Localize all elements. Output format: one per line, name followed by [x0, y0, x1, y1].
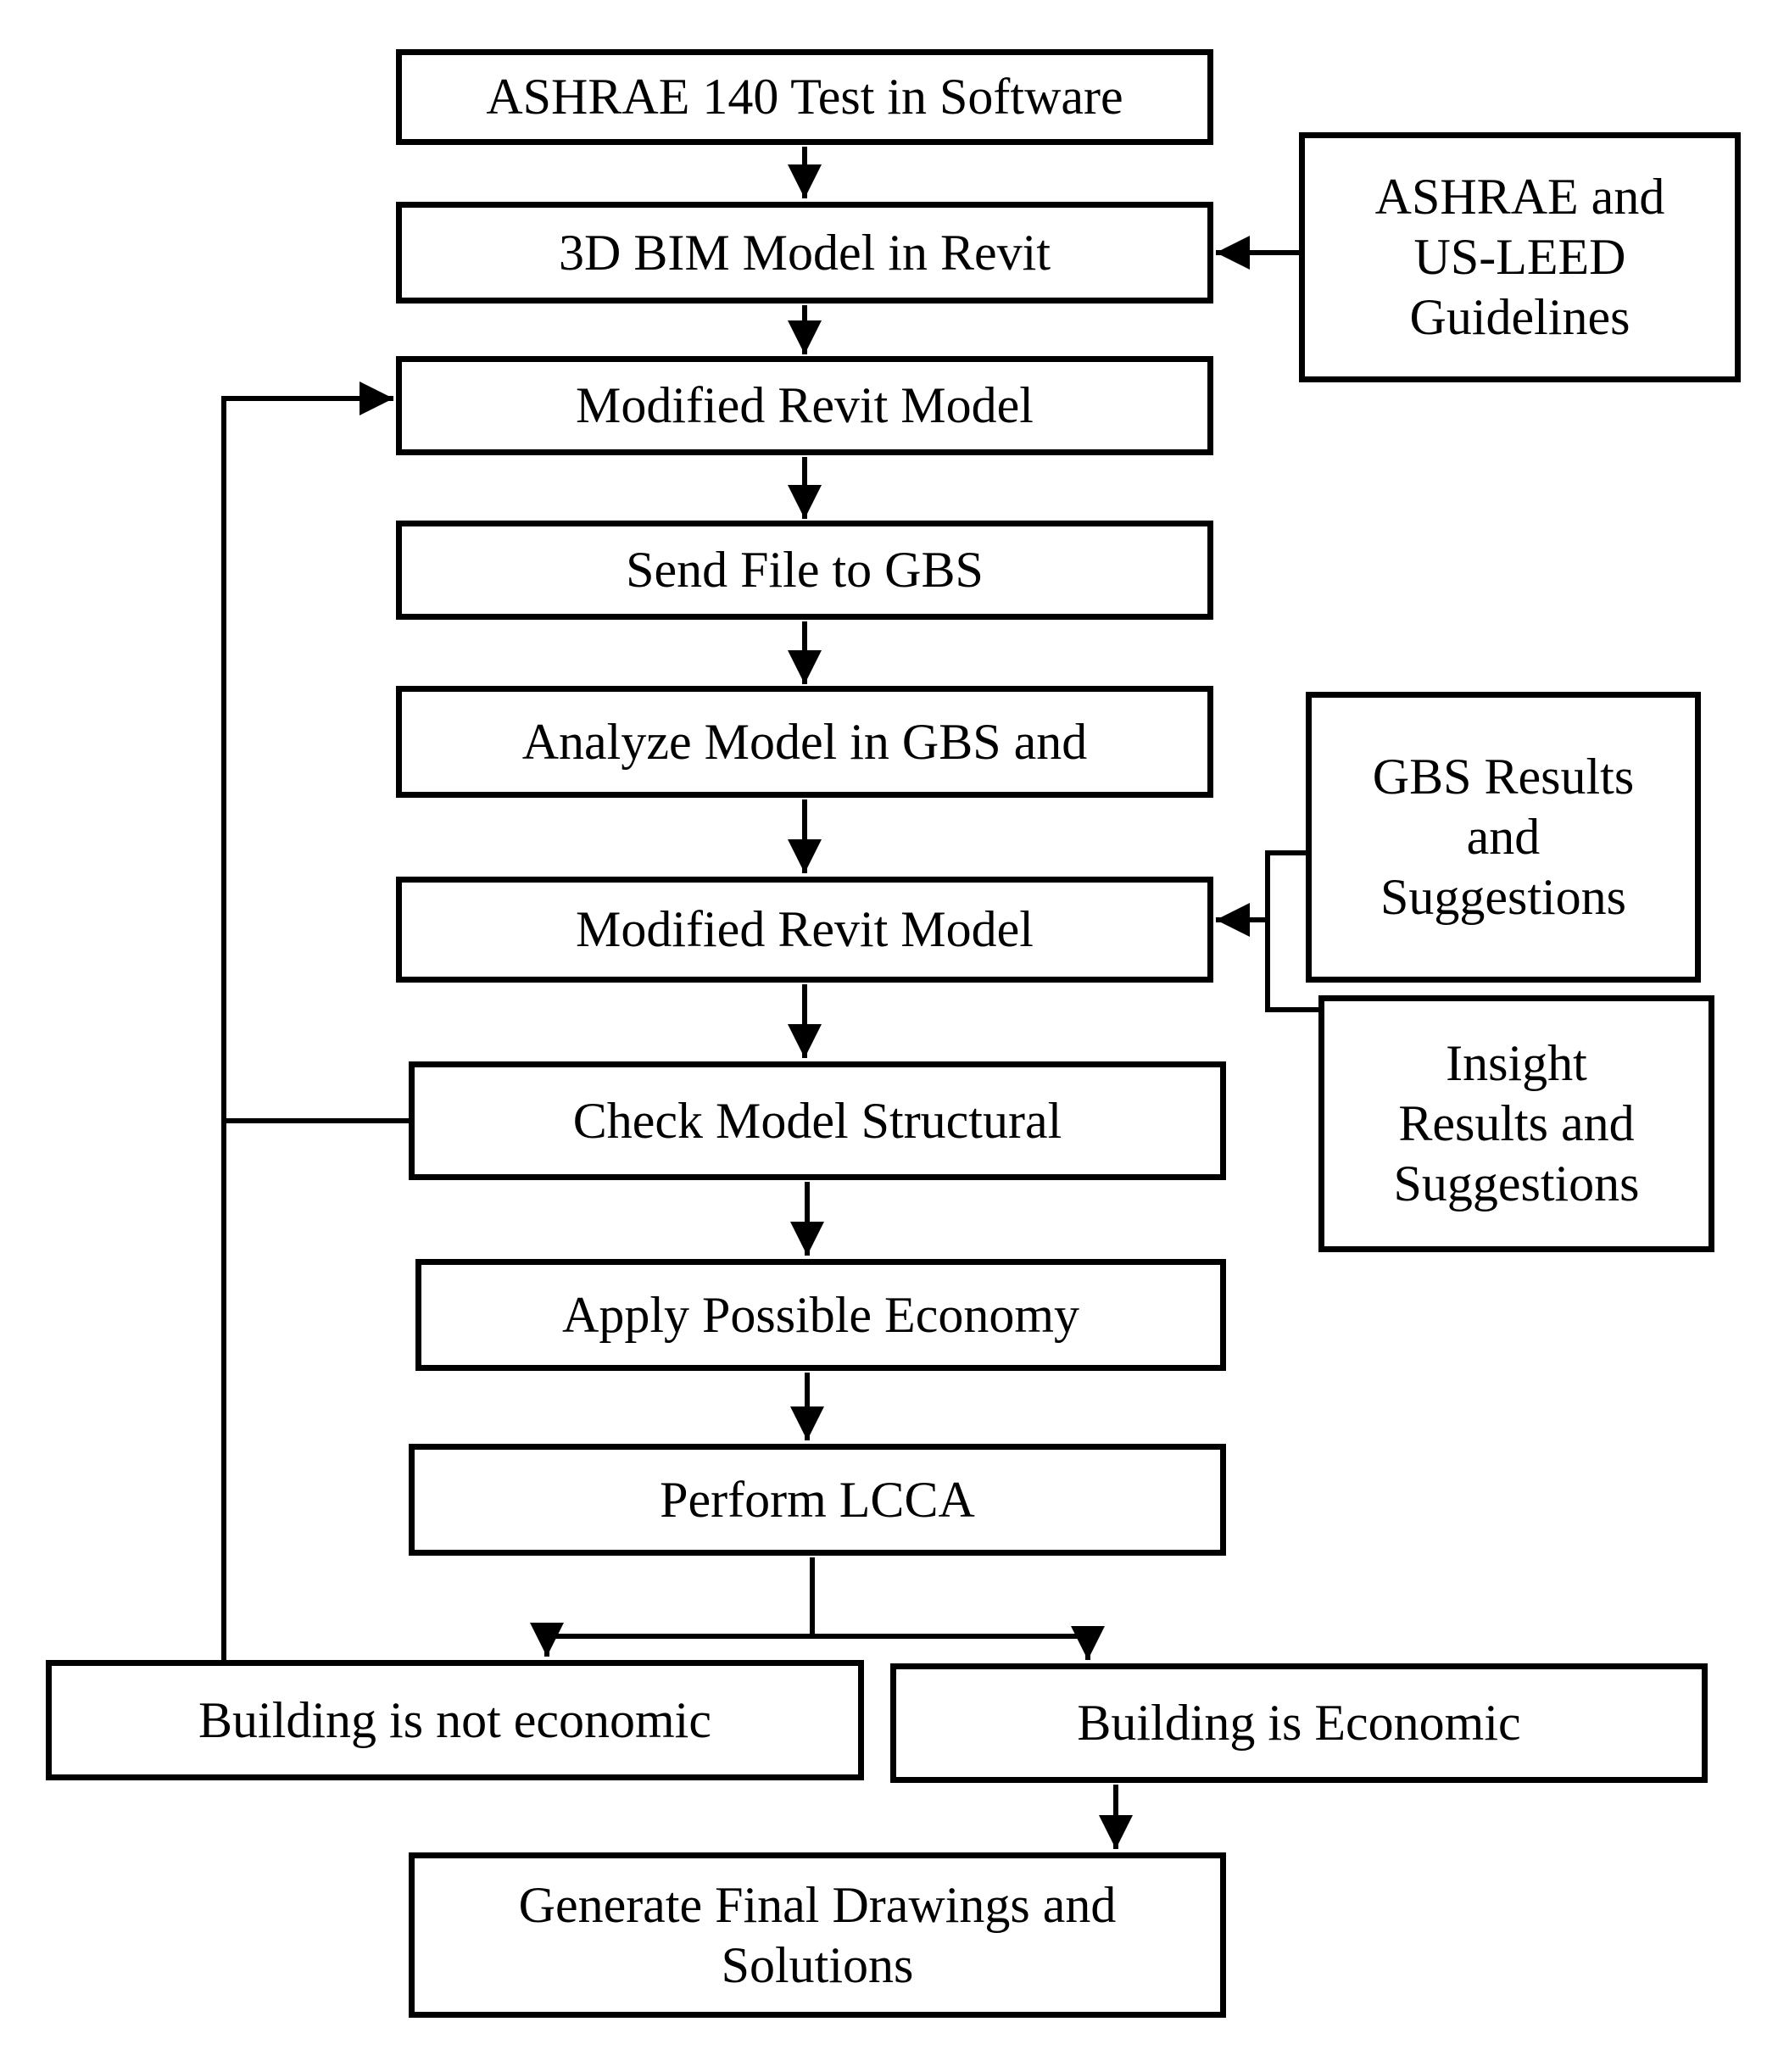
node-insight-results: Insight Results and Suggestions: [1318, 995, 1714, 1252]
node-modified-revit-2: Modified Revit Model: [396, 877, 1213, 983]
node-analyze-model: Analyze Model in GBS and: [396, 686, 1213, 798]
connector-results-bracket: [1265, 850, 1320, 1012]
node-perform-lcca: Perform LCCA: [409, 1444, 1226, 1556]
node-guidelines: ASHRAE and US-LEED Guidelines: [1299, 132, 1741, 382]
node-label: Apply Possible Economy: [562, 1286, 1079, 1343]
node-label: Modified Revit Model: [576, 901, 1034, 958]
connector-lcca-to-economic: [812, 1626, 1105, 1660]
node-not-economic: Building is not economic: [46, 1660, 864, 1780]
node-label: Building is Economic: [1077, 1695, 1521, 1752]
node-apply-economy: Apply Possible Economy: [415, 1259, 1226, 1371]
node-label: Perform LCCA: [660, 1471, 975, 1528]
node-economic: Building is Economic: [890, 1663, 1708, 1783]
node-label: Insight Results and Suggestions: [1393, 1035, 1640, 1211]
node-label: GBS Results and Suggestions: [1372, 749, 1635, 925]
node-send-file: Send File to GBS: [396, 521, 1213, 620]
node-label: Send File to GBS: [626, 542, 984, 599]
node-generate-final: Generate Final Drawings and Solutions: [409, 1852, 1226, 2018]
node-bim-model: 3D BIM Model in Revit: [396, 202, 1213, 304]
node-check-structural: Check Model Structural: [409, 1061, 1226, 1180]
node-ashrae-test: ASHRAE 140 Test in Software: [396, 49, 1213, 145]
connector-lcca-to-noteconomic: [530, 1557, 815, 1657]
node-label: Analyze Model in GBS and: [521, 713, 1088, 770]
node-gbs-results: GBS Results and Suggestions: [1306, 692, 1701, 983]
node-label: ASHRAE 140 Test in Software: [486, 69, 1123, 125]
node-label: Modified Revit Model: [576, 377, 1034, 434]
node-label: 3D BIM Model in Revit: [559, 224, 1051, 281]
node-label: Building is not economic: [198, 1691, 711, 1748]
node-label: Generate Final Drawings and Solutions: [518, 1876, 1117, 1993]
connector-feedback-loop: [221, 382, 393, 1660]
node-modified-revit-1: Modified Revit Model: [396, 356, 1213, 455]
node-label: Check Model Structural: [572, 1092, 1062, 1149]
node-label: ASHRAE and US-LEED Guidelines: [1374, 169, 1665, 345]
